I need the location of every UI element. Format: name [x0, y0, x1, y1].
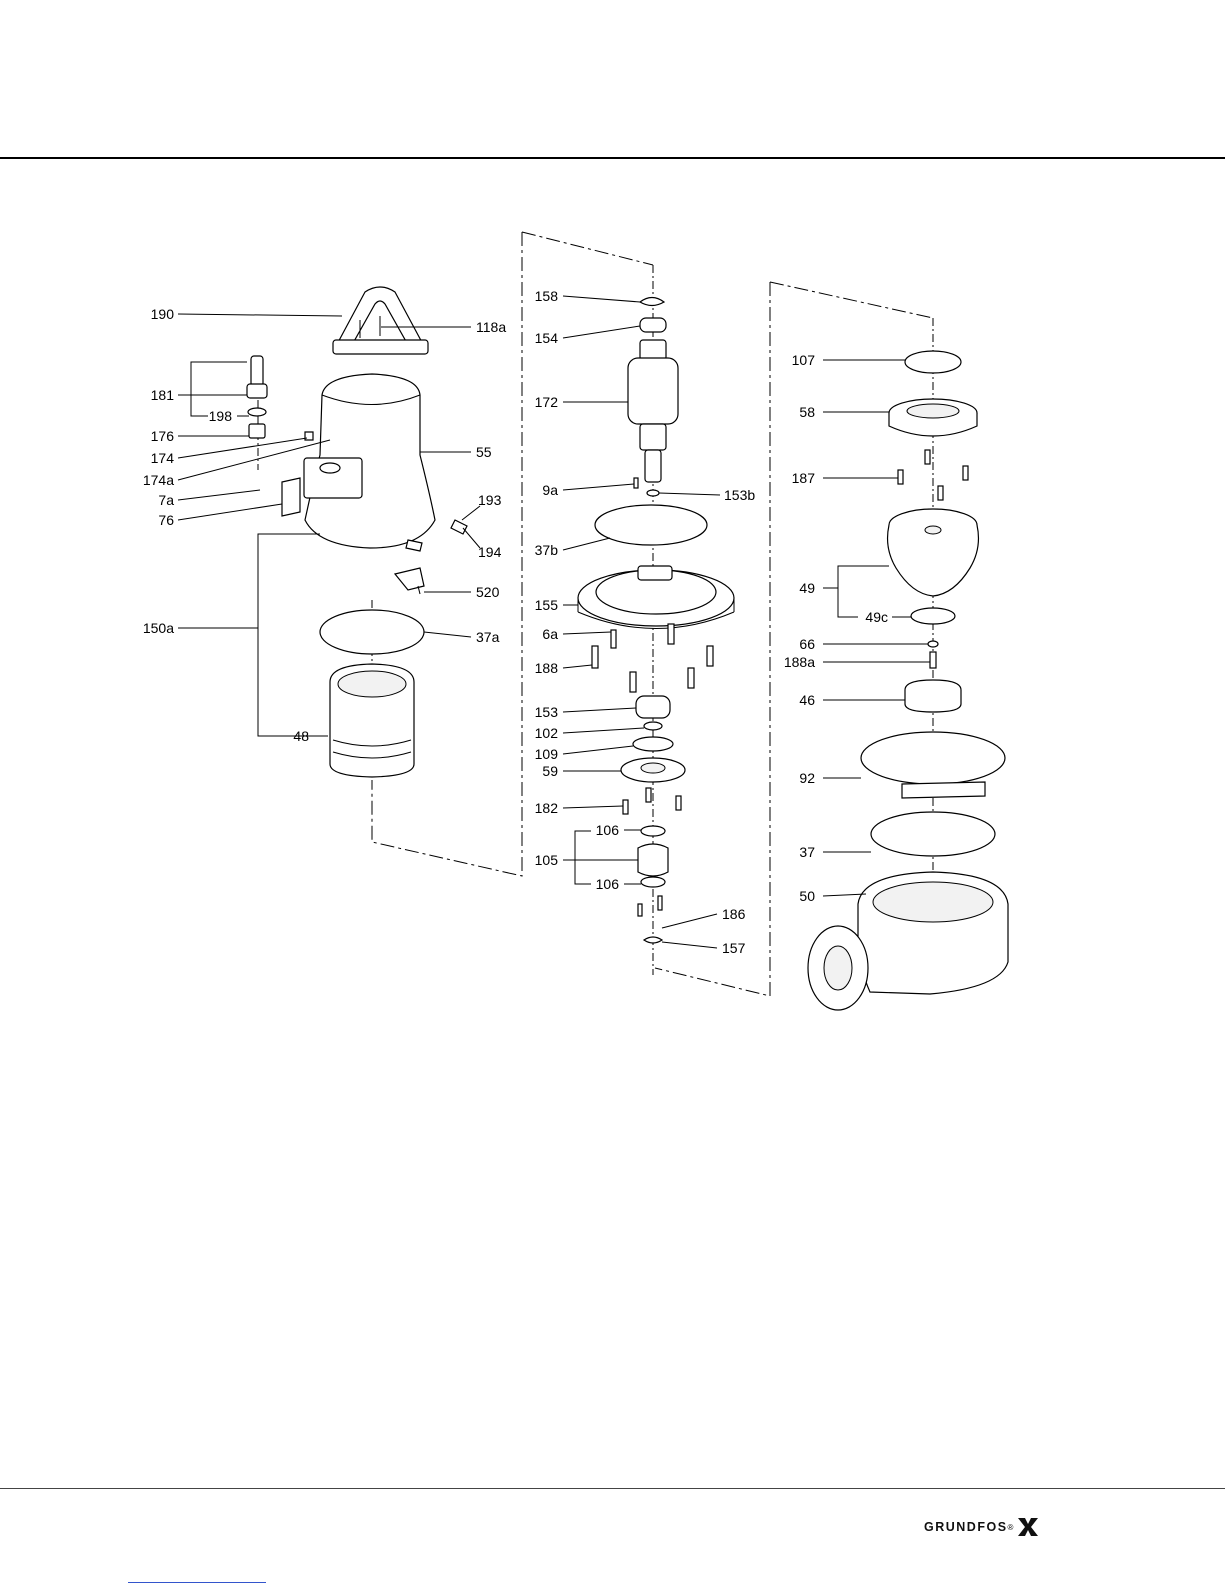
label-9a: 9a	[542, 482, 558, 498]
pump-housing-group	[808, 351, 1008, 1010]
label-105: 105	[535, 852, 559, 868]
label-174a: 174a	[143, 472, 174, 488]
label-49c: 49c	[865, 609, 888, 625]
label-174: 174	[151, 450, 175, 466]
label-198: 198	[209, 408, 233, 424]
spring-washer-part	[640, 298, 664, 306]
label-37a: 37a	[476, 629, 500, 645]
bottom-link-underline	[128, 1582, 266, 1583]
label-76: 76	[158, 512, 174, 528]
bearing-153-part	[636, 696, 670, 718]
clamp-92-part	[861, 732, 1005, 784]
washer-66-part	[928, 641, 938, 647]
label-190: 190	[151, 306, 175, 322]
handle-base-part	[333, 340, 428, 354]
o-ring-109-part	[633, 737, 673, 751]
rotor-shaft-group	[578, 298, 734, 944]
o-ring-37-part	[871, 812, 995, 856]
label-49: 49	[799, 580, 815, 596]
footer-rule	[0, 1488, 1225, 1489]
label-59: 59	[542, 763, 558, 779]
label-48: 48	[293, 728, 309, 744]
label-6a: 6a	[542, 626, 558, 642]
label-102: 102	[535, 725, 559, 741]
label-106-lower: 106	[596, 876, 620, 892]
label-55: 55	[476, 444, 492, 460]
label-58: 58	[799, 404, 815, 420]
label-92: 92	[799, 770, 815, 786]
label-37: 37	[799, 844, 815, 860]
brand-registered-mark: ®	[1008, 1523, 1014, 1532]
label-181: 181	[151, 387, 175, 403]
label-106-upper: 106	[596, 822, 620, 838]
brand-logo: GRUNDFOS ®	[924, 1516, 1041, 1538]
label-50: 50	[799, 888, 815, 904]
label-188: 188	[535, 660, 559, 676]
motor-housing-group	[247, 287, 467, 777]
screw-188a-part	[930, 652, 936, 668]
terminal-cover-part	[282, 478, 300, 516]
nut-157-part	[644, 937, 662, 943]
label-109: 109	[535, 746, 559, 762]
label-182: 182	[535, 800, 559, 816]
label-153: 153	[535, 704, 559, 720]
label-194: 194	[478, 544, 502, 560]
label-187: 187	[792, 470, 816, 486]
label-153b: 153b	[724, 487, 755, 503]
label-172: 172	[535, 394, 559, 410]
o-ring-107-part	[905, 351, 961, 373]
rotor-part	[628, 358, 678, 424]
label-46: 46	[799, 692, 815, 708]
o-ring-37b-part	[595, 505, 707, 545]
label-66: 66	[799, 636, 815, 652]
grundfos-x-logo-icon	[1015, 1516, 1041, 1538]
ring-46-part	[905, 680, 961, 712]
label-7a: 7a	[158, 492, 174, 508]
label-188a: 188a	[784, 654, 815, 670]
label-193: 193	[478, 492, 502, 508]
bracket-part	[395, 568, 424, 590]
label-150a: 150a	[143, 620, 174, 636]
label-107: 107	[792, 352, 816, 368]
brand-name: GRUNDFOS	[924, 1520, 1008, 1534]
o-ring-37a-part	[320, 610, 424, 654]
bearing-154-part	[640, 318, 666, 332]
label-158: 158	[535, 288, 559, 304]
cable-entry-part	[251, 356, 263, 386]
wear-ring-49c-part	[911, 608, 955, 624]
shaft-seal-part	[638, 844, 668, 876]
label-118a: 118a	[476, 319, 506, 335]
label-155: 155	[535, 597, 559, 613]
label-520: 520	[476, 584, 500, 600]
label-186: 186	[722, 906, 746, 922]
label-37b: 37b	[535, 542, 559, 558]
label-176: 176	[151, 428, 175, 444]
label-157: 157	[722, 940, 746, 956]
label-154: 154	[535, 330, 559, 346]
